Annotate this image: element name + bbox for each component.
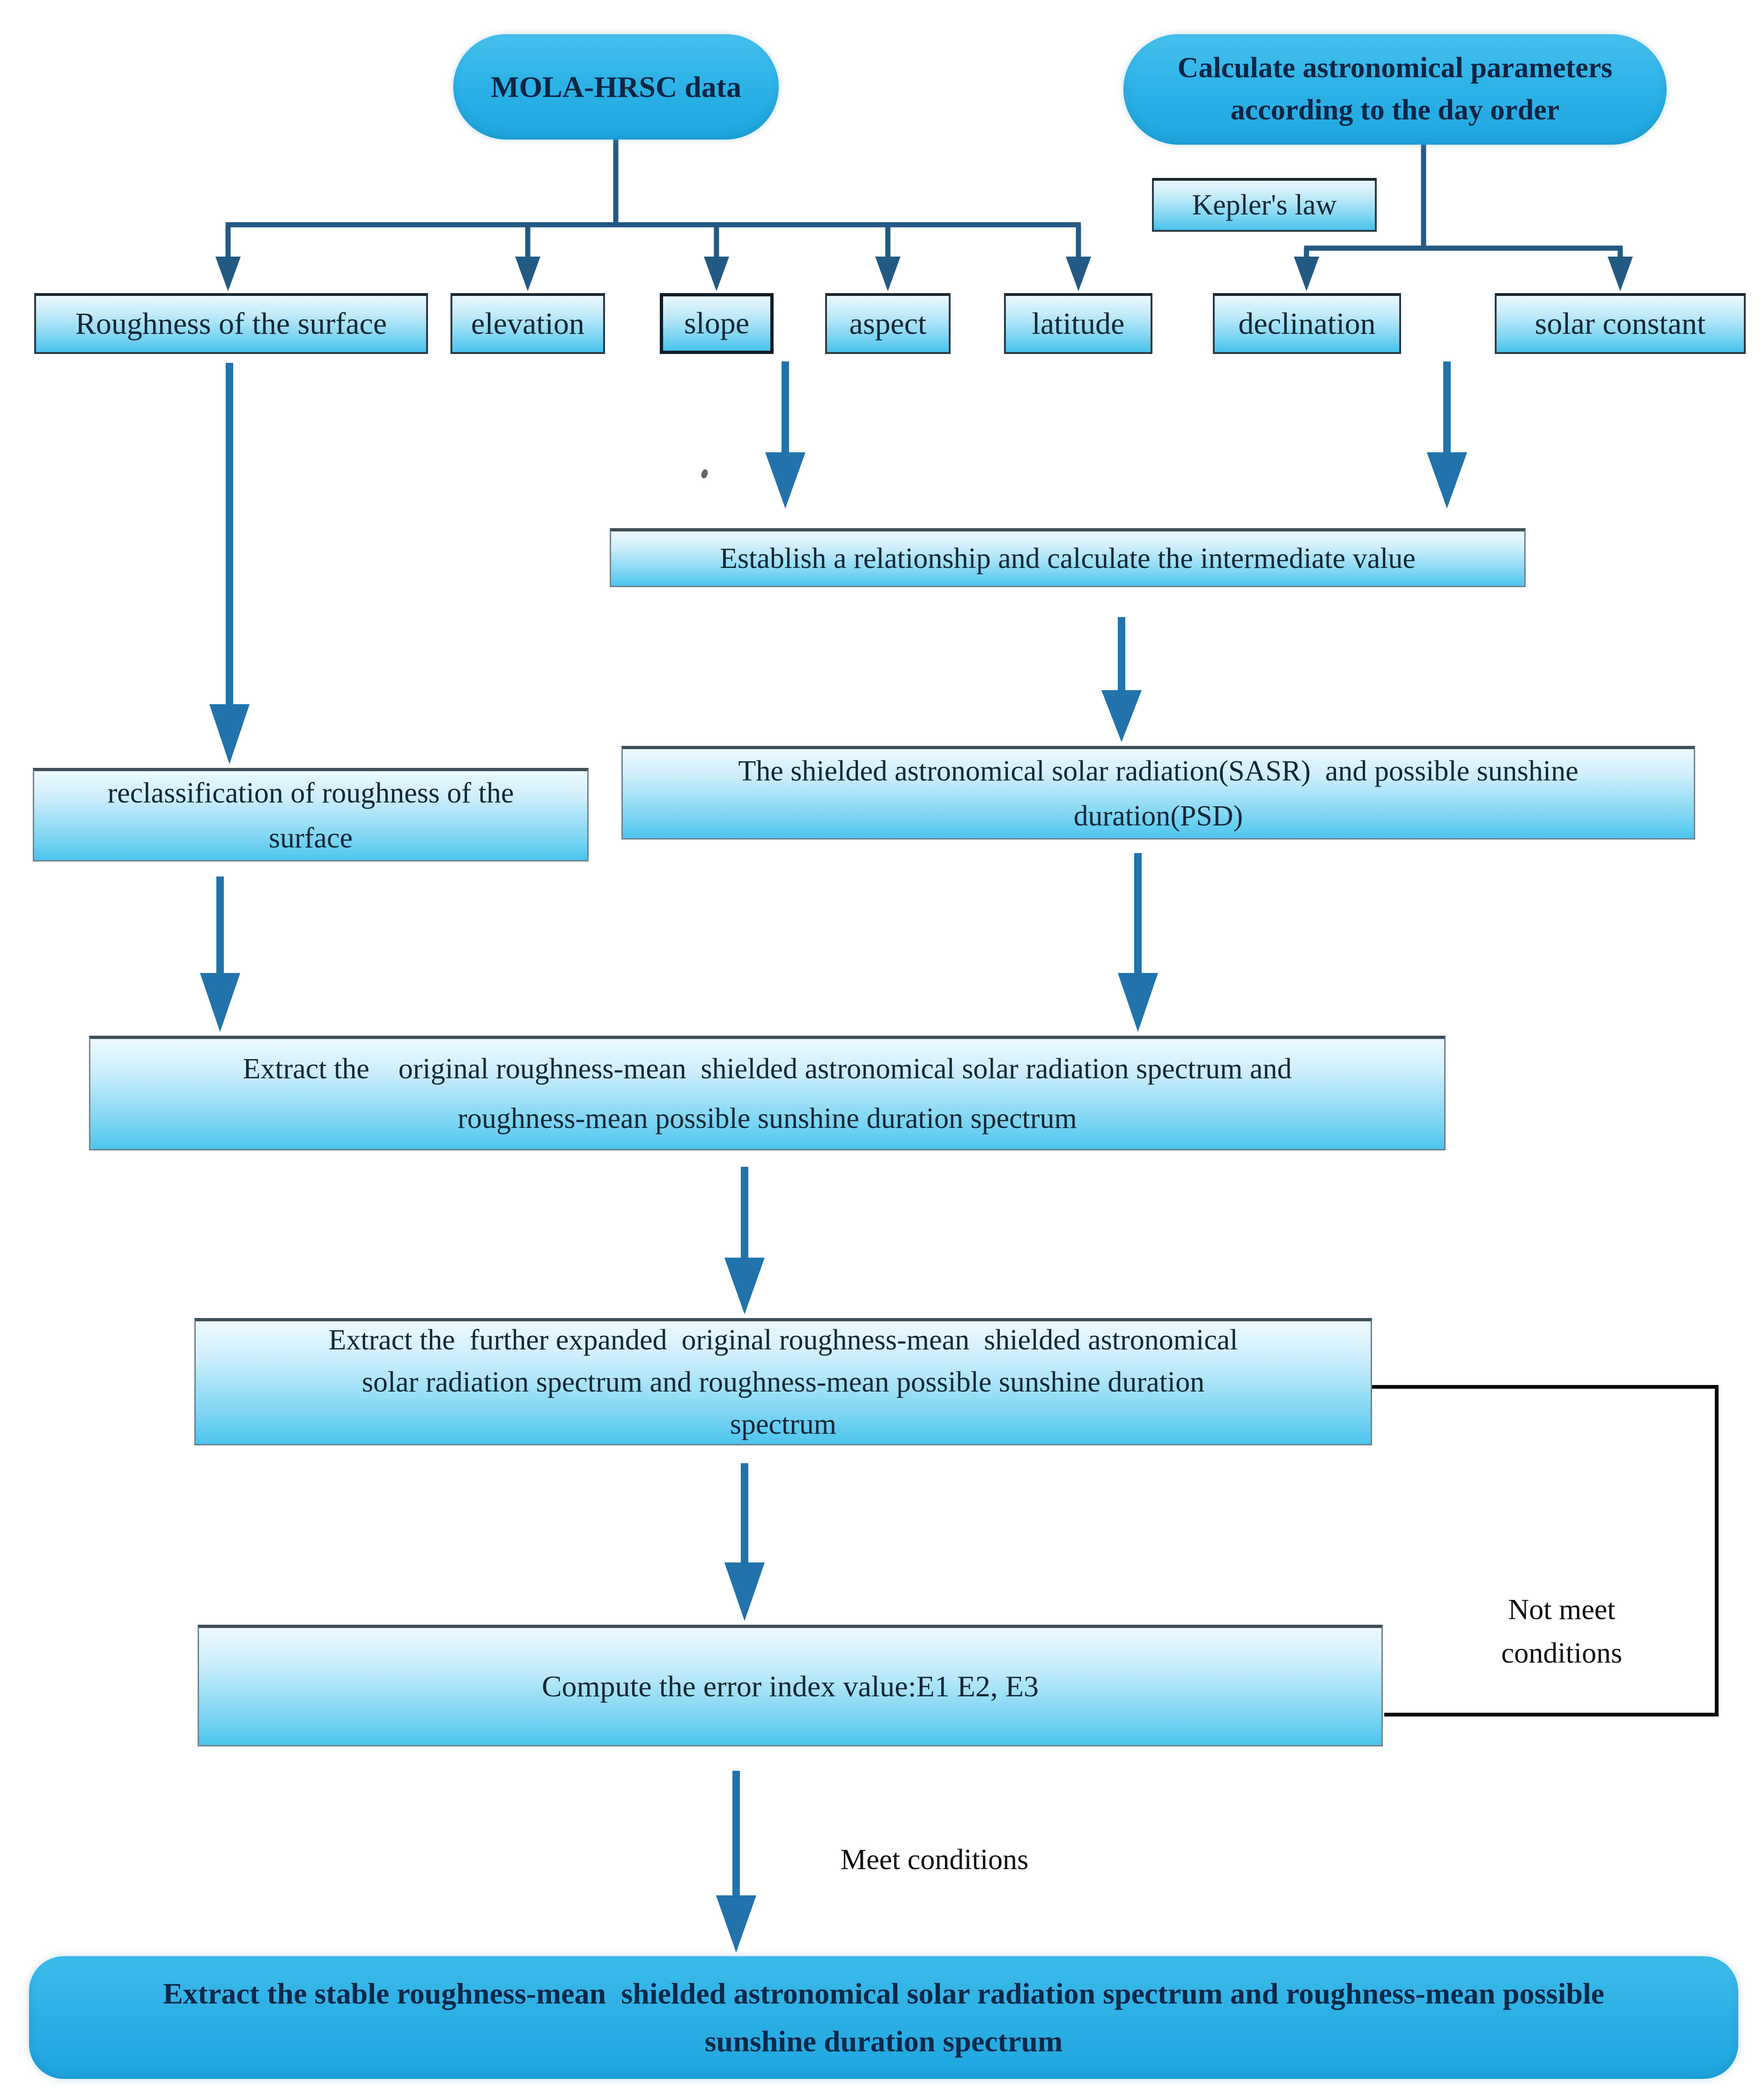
node-latitude: latitude [1004,293,1152,354]
node-elevation: elevation [450,293,605,354]
node-roughness-of-the-surface: Roughness of the surface [34,293,428,354]
node-solar-constant: solar constant [1495,293,1746,354]
tree-left-connector [225,140,1081,260]
node-keplers-law: Kepler's law [1152,178,1377,232]
arrow-inputs-to-establish-left [765,361,805,508]
tree-left-arrowheads [215,257,1091,291]
node-compute-error-index: Compute the error index value:E1 E2, E3 [198,1625,1383,1746]
node-extract-original-spectrum: Extract the original roughness-mean shie… [89,1036,1446,1150]
arrow-expanded-to-compute [724,1463,765,1621]
flow-arrows [200,361,1467,1952]
tree-right-arrowheads [1294,257,1633,291]
arrow-extract-to-expanded [724,1167,765,1314]
node-sasr-psd: The shielded astronomical solar radiatio… [621,746,1695,840]
arrow-establish-to-sasr [1101,617,1142,742]
arrow-inputs-to-establish-right [1427,361,1467,508]
node-declination: declination [1213,293,1401,354]
loop-not-meet-conditions-line [1372,1385,1719,1716]
node-calculate-astronomical-parameters: Calculate astronomical parameters accord… [1123,34,1667,145]
arrow-roughness-to-reclassification [209,363,250,764]
edge-label-meet-conditions: Meet conditions [841,1844,1029,1876]
arrow-compute-to-stable [716,1771,756,1952]
node-mola-hrsc-data: MOLA-HRSC data [453,34,779,140]
arrow-reclassification-to-extract [200,877,240,1032]
node-slope: slope [660,293,774,354]
node-extract-stable-spectrum: Extract the stable roughness-mean shield… [29,1956,1738,2079]
node-reclassification-of-roughness: reclassification of roughness of the sur… [33,768,589,862]
edge-label-not-meet-conditions: Not meet conditions [1501,1594,1623,1669]
node-aspect: aspect [825,293,951,354]
arrow-sasr-to-extract [1118,853,1158,1032]
node-extract-expanded-spectrum: Extract the further expanded original ro… [194,1318,1372,1445]
node-establish-relationship: Establish a relationship and calculate t… [610,528,1526,587]
